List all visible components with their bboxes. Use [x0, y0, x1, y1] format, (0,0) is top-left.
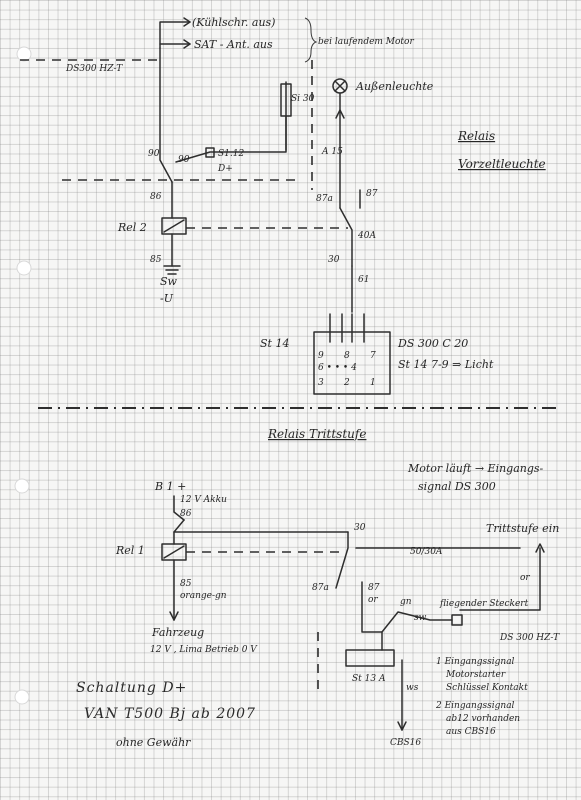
rel2-label: Rel 2 — [117, 221, 147, 234]
pin-90-b: 90 — [178, 155, 190, 165]
ds300-top-label: DS300 HZ-T — [65, 64, 123, 74]
sat-label: SAT - Ant. aus — [194, 38, 273, 51]
van-label: VAN T500 Bj ab 2007 — [84, 706, 256, 722]
eingang2-b: ab12 vorhanden — [446, 714, 520, 724]
fuse-50-30a: 50/30A — [410, 547, 443, 557]
pin-bottom-1: 1 — [370, 378, 376, 388]
pin-85-bot: 85 — [180, 579, 192, 589]
lamp-label: Außenleuchte — [355, 80, 434, 93]
minus-u-label: -U — [160, 292, 174, 305]
pin-top-9: 9 — [318, 351, 324, 361]
cbs16-label: CBS16 — [390, 738, 421, 748]
rel1-label: Rel 1 — [115, 544, 145, 557]
pin-bottom-3: 3 — [318, 378, 324, 388]
pin-bottom-2: 2 — [343, 378, 350, 388]
relay-2-coil — [161, 217, 187, 235]
sw-label: Sw — [160, 275, 178, 288]
relais-title: Relais — [457, 129, 495, 143]
dplus-top-label: D+ — [217, 164, 233, 174]
vorzelt-title: Vorzeltleuchte — [458, 157, 546, 171]
relay-1-switch — [335, 531, 349, 589]
pin-90-a: 90 — [148, 149, 160, 159]
svg-text:6 • • • 4: 6 • • • 4 — [318, 363, 357, 373]
eingang1-b: Motorstarter — [445, 670, 506, 680]
section-title-trittstufe: Relais Trittstufe — [267, 427, 366, 441]
ds300-c20: DS 300 C 20 — [397, 337, 468, 350]
binder-hole-4 — [14, 689, 30, 705]
st14-note: St 14 7-9 ⇒ Licht — [398, 358, 494, 371]
sw2-label: sw — [414, 613, 427, 623]
eingang2-a: 2 Eingangssignal — [435, 701, 515, 711]
pin-86-bot: 86 — [180, 509, 192, 519]
binder-hole-2 — [16, 260, 32, 276]
pin-87-bot: 87 — [368, 583, 380, 593]
or-label-2: or — [368, 595, 378, 605]
st14-label: St 14 — [260, 337, 289, 350]
signal-ds300-label: signal DS 300 — [418, 480, 496, 493]
fliegender-label: fliegender Steckert — [439, 599, 529, 609]
pin-30-bot: 30 — [354, 523, 366, 533]
eingang1-c: Schlüssel Kontakt — [446, 683, 528, 693]
pin-61: 61 — [358, 275, 369, 285]
motor-laeuft-label: Motor läuft → Eingangs- — [407, 462, 544, 475]
eingang2-c: aus CBS16 — [446, 727, 496, 737]
fuse-label: Si 30 — [291, 94, 315, 104]
fuse-40a: 40A — [357, 231, 376, 241]
fahrzeug-note: 12 V , Lima Betrieb 0 V — [150, 645, 258, 655]
pin-top-8: 8 — [344, 351, 350, 361]
orange-gn-label: orange-gn — [180, 591, 227, 601]
akku-label: 12 V Akku — [180, 495, 227, 505]
b1plus-label: B 1 + — [154, 480, 186, 493]
pin-86-top: 86 — [150, 192, 162, 202]
eingang1-a: 1 Eingangssignal — [436, 657, 515, 667]
ds300-hz-label: DS 300 HZ-T — [499, 633, 560, 643]
kuehlschrank-label: (Kühlschr. aus) — [192, 16, 275, 29]
gn-label: gn — [400, 597, 412, 607]
relay-2-switch — [339, 207, 353, 267]
pin-85-top: 85 — [150, 255, 162, 265]
pin-87a-top: 87a — [316, 194, 333, 204]
wire-90-up — [159, 47, 173, 183]
binder-hole-3 — [14, 478, 30, 494]
gewaehr-label: ohne Gewähr — [116, 736, 191, 749]
schaltung-title: Schaltung D+ — [76, 680, 187, 696]
s112-label: S1.12 — [218, 149, 244, 159]
st13a-label: St 13 A — [352, 674, 386, 684]
connector-st13a — [345, 649, 395, 667]
output-arrows — [159, 17, 318, 63]
connector-s112 — [205, 147, 215, 158]
a15-label: A 15 — [321, 147, 343, 157]
pin-87a-bot: 87a — [312, 583, 329, 593]
trittstufe-label: Trittstufe ein — [486, 522, 559, 535]
bei-laufendem-label: bei laufendem Motor — [318, 37, 414, 47]
ground-symbol — [163, 265, 181, 275]
ws-label: ws — [406, 683, 419, 693]
pin-87-top: 87 — [366, 189, 378, 199]
flying-connector — [451, 614, 463, 626]
binder-hole-1 — [16, 46, 32, 62]
or-label-1: or — [520, 573, 530, 583]
fahrzeug-label: Fahrzeug — [151, 626, 204, 639]
pin-30-top: 30 — [328, 255, 340, 265]
pin-top-7: 7 — [370, 351, 376, 361]
